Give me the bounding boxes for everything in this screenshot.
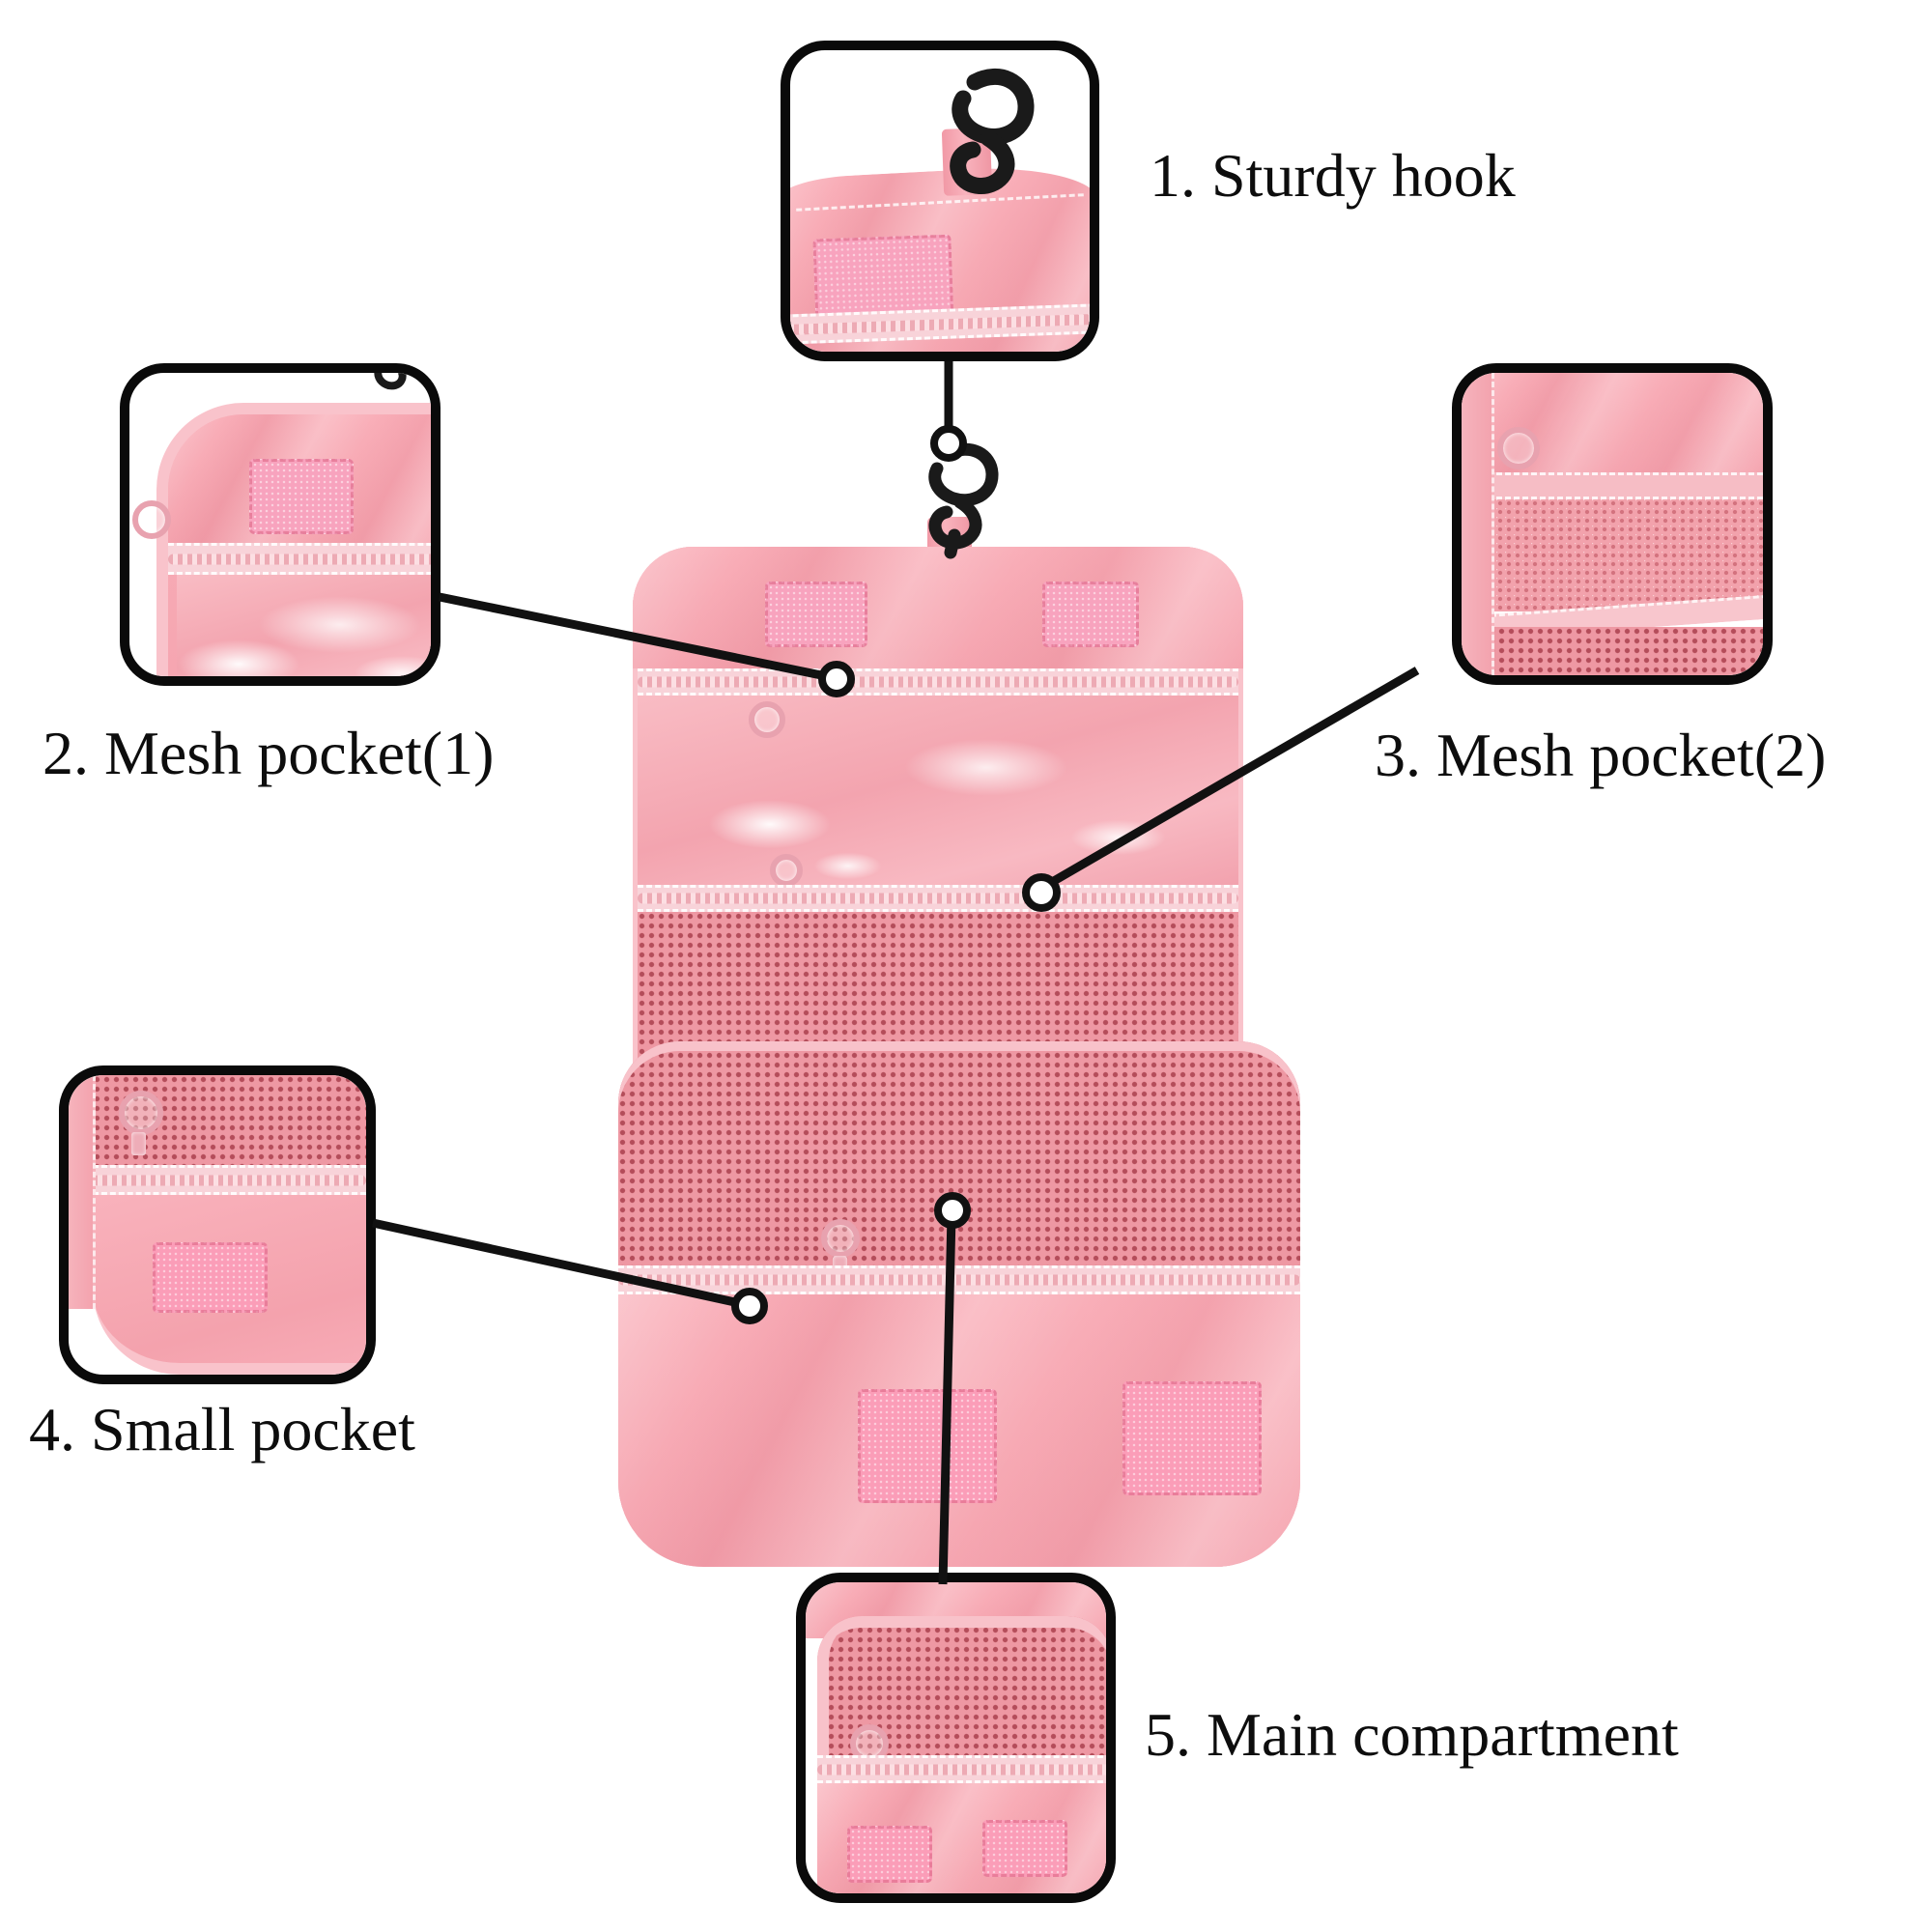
maincomp-detail-zipper <box>817 1754 1106 1784</box>
detail-box-main-compartment <box>796 1573 1116 1903</box>
meshpocket1-detail-hook-fragment <box>369 373 412 396</box>
maincomp-detail-velcro-left <box>846 1826 933 1883</box>
meshpocket2-detail-mesh <box>1462 499 1763 612</box>
smallpocket-detail-velcro <box>152 1241 268 1313</box>
maincomp-detail-pouch <box>817 1616 1106 1893</box>
velcro-patch-top-left <box>765 582 867 647</box>
velcro-patch-pouch-right <box>1122 1381 1262 1495</box>
mesh-pocket2-zipper <box>638 885 1238 912</box>
zipper-ring-pull-upper <box>749 701 785 738</box>
smallpocket-detail-pull-tab <box>130 1131 146 1155</box>
meshpocket1-detail-velcro <box>249 458 355 535</box>
maincomp-detail-velcro-right <box>982 1820 1068 1877</box>
pouch-mesh-front <box>618 1041 1300 1265</box>
pouch-zipper-ring-pull <box>821 1219 860 1258</box>
meshpocket1-detail-clear-pocket <box>177 575 431 676</box>
meshpocket2-detail-zipper-seam <box>1462 472 1763 500</box>
callout-label-sturdy-hook: 1. Sturdy hook <box>1150 141 1516 210</box>
meshpocket1-detail-corner <box>156 403 431 676</box>
callout-label-main-compartment: 5. Main compartment <box>1145 1700 1679 1769</box>
hanging-hook-icon <box>928 442 999 559</box>
meshpocket2-detail-mesh-dark <box>1462 626 1763 675</box>
smallpocket-detail-ring-pull <box>119 1090 164 1135</box>
meshpocket2-detail-binding <box>1462 373 1495 675</box>
small-pocket-zipper <box>618 1265 1300 1294</box>
meshpocket1-detail-ring-pull <box>132 499 172 539</box>
mesh-pocket1-zipper <box>638 668 1238 696</box>
meshpocket2-detail-ring-pull <box>1497 427 1541 470</box>
velcro-patch-top-right <box>1042 582 1139 647</box>
callout-label-small-pocket: 4. Small pocket <box>29 1395 415 1463</box>
callout-label-mesh-pocket-1: 2. Mesh pocket(1) <box>43 719 495 787</box>
smallpocket-detail-binding <box>69 1075 96 1309</box>
detail-box-small-pocket <box>59 1065 376 1384</box>
smallpocket-detail-fabric <box>92 1195 366 1375</box>
clear-pocket-front <box>638 696 1238 885</box>
smallpocket-detail-zipper <box>92 1165 366 1195</box>
detail-box-sturdy-hook <box>781 41 1099 361</box>
detail-box-mesh-pocket-2 <box>1452 363 1773 685</box>
hook-detail-hook-icon <box>950 69 1035 195</box>
bag-lower-pouch <box>618 1041 1300 1567</box>
velcro-patch-pouch-left <box>858 1389 997 1503</box>
detail-box-mesh-pocket-1 <box>120 363 440 686</box>
meshpocket1-detail-zipper <box>168 543 431 576</box>
zipper-ring-pull-middle <box>770 854 803 887</box>
callout-label-mesh-pocket-2: 3. Mesh pocket(2) <box>1375 721 1827 789</box>
